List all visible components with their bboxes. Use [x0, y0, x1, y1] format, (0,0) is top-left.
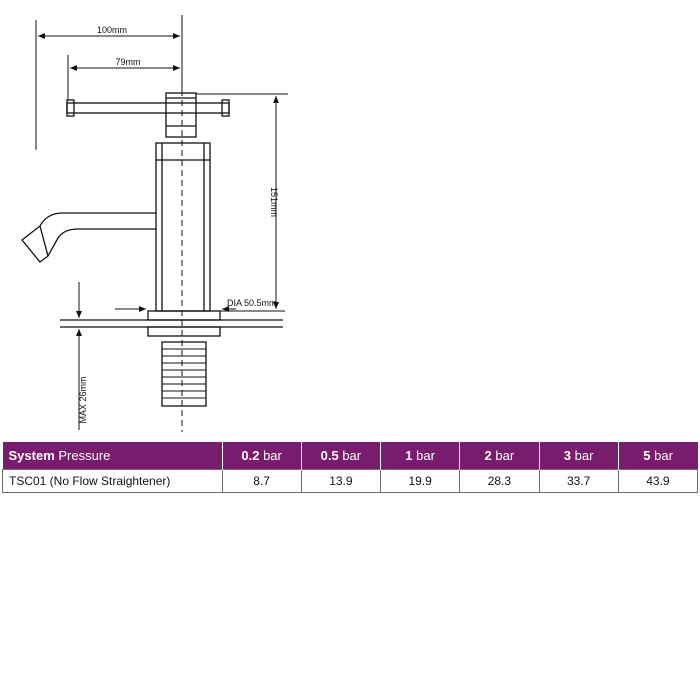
header-system-pressure: System Pressure — [2, 442, 223, 470]
col-unit: bar — [412, 448, 435, 463]
table-cell: 13.9 — [300, 469, 382, 493]
table-cell: 19.9 — [379, 469, 461, 493]
max-thickness-label: MAX 26mm — [78, 376, 88, 423]
header-label-rest: Pressure — [54, 448, 111, 463]
lock-nut — [147, 326, 221, 337]
header-pressure-col: 0.2 bar — [222, 442, 302, 470]
table-cell: 8.7 — [221, 469, 302, 493]
base-diameter-label: DIA 50.5mm — [227, 298, 277, 308]
table-cell: 28.3 — [459, 469, 540, 493]
overall-width-label: 100mm — [97, 25, 127, 35]
table-cell: 33.7 — [538, 469, 619, 493]
col-value: 2 — [484, 448, 492, 463]
table-cell: 43.9 — [617, 469, 699, 493]
base-flange — [147, 310, 221, 321]
tap-technical-drawing: 100mm 79mm 151mm DIA 50.5mm MAX 26mm — [21, 15, 288, 432]
table-header-row: System Pressure 0.2 bar 0.5 bar 1 bar 2 … — [2, 442, 698, 470]
header-pressure-col: 2 bar — [459, 442, 540, 470]
flow-rate-table: System Pressure 0.2 bar 0.5 bar 1 bar 2 … — [2, 442, 699, 493]
header-pressure-col: 5 bar — [618, 442, 698, 470]
col-value: 3 — [563, 448, 572, 463]
lever-handle — [66, 102, 230, 114]
threaded-shank — [161, 341, 207, 407]
table-row: TSC01 (No Flow Straightener) 8.7 13.9 19… — [2, 469, 699, 493]
header-pressure-col: 0.5 bar — [301, 442, 382, 470]
col-value: 5 — [643, 448, 651, 463]
header-pressure-col: 1 bar — [380, 442, 461, 470]
handle-hub — [165, 92, 197, 138]
col-value: 1 — [405, 448, 413, 463]
spout — [21, 212, 156, 263]
header-label-bold: System — [8, 448, 55, 463]
col-unit: bar — [571, 448, 594, 463]
row-label: TSC01 (No Flow Straightener) — [2, 469, 223, 493]
col-unit: bar — [491, 448, 515, 463]
height-label: 151mm — [269, 187, 279, 217]
col-value: 0.2 — [241, 448, 260, 463]
col-unit: bar — [338, 448, 362, 463]
col-value: 0.5 — [320, 448, 339, 463]
col-unit: bar — [650, 448, 673, 463]
handle-width-label: 79mm — [115, 57, 140, 67]
header-pressure-col: 3 bar — [539, 442, 619, 470]
col-unit: bar — [259, 448, 282, 463]
tap-body — [155, 142, 211, 312]
